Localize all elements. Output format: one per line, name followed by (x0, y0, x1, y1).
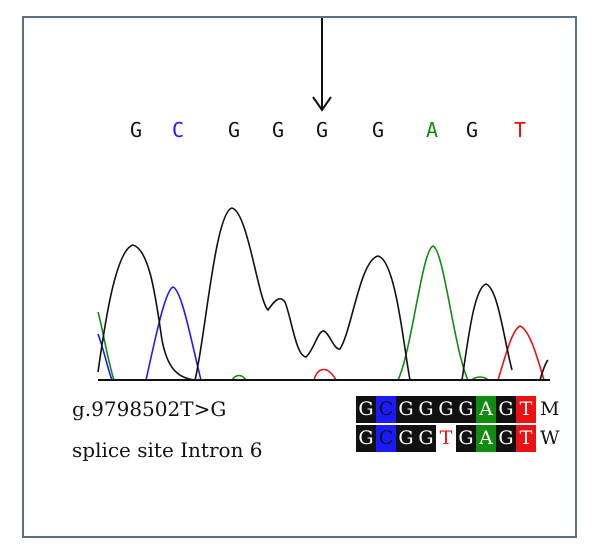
base-call-8: T (513, 118, 527, 142)
alignment-cell: A (476, 396, 496, 423)
base-call-4: G (315, 118, 329, 142)
alignment-cell: G (436, 396, 456, 423)
base-call-0: G (129, 118, 143, 142)
alignment-cell: G (356, 396, 376, 423)
base-call-3: G (271, 118, 285, 142)
caption-variant: g.9798502T>G (72, 397, 227, 421)
base-call-5: G (371, 118, 385, 142)
alignment-cell: T (516, 425, 536, 452)
alignment-cell: G (496, 396, 516, 423)
base-call-7: G (465, 118, 479, 142)
alignment-cell: G (456, 396, 476, 423)
alignment-cell: G (396, 425, 416, 452)
trace-a (97, 245, 489, 381)
alignment-cell: G (416, 396, 436, 423)
alignment-cell: G (496, 425, 516, 452)
base-call-2: G (227, 118, 241, 142)
caption-location: splice site Intron 6 (72, 438, 263, 462)
alignment-row-label: W (540, 427, 560, 449)
alignment-row-label: M (540, 398, 560, 420)
alignment-cell: G (356, 425, 376, 452)
trace-g (97, 207, 549, 381)
alignment-cell: A (476, 425, 496, 452)
alignment-cell: G (416, 425, 436, 452)
base-call-1: C (171, 118, 185, 142)
alignment-cell: C (376, 396, 396, 423)
alignment-cell: T (436, 425, 456, 452)
base-call-6: A (425, 118, 439, 142)
alignment-cell: G (396, 396, 416, 423)
trace-c (97, 286, 202, 381)
trace-t (313, 325, 545, 381)
alignment-cell: G (456, 425, 476, 452)
alignment-cell: C (376, 425, 396, 452)
alignment-cell: T (516, 396, 536, 423)
